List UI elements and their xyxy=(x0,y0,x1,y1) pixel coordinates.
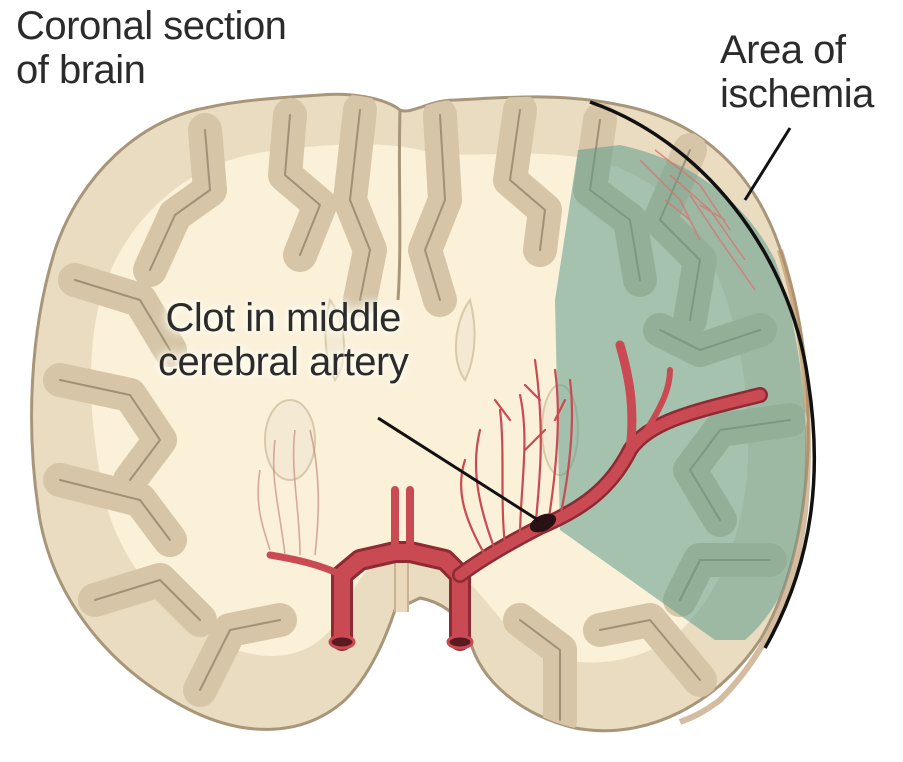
clot-label: Clot in middle cerebral artery xyxy=(158,296,408,384)
longitudinal-fissure xyxy=(398,110,400,300)
ischemia-label: Area of ischemia xyxy=(720,28,874,116)
artery-opening-right xyxy=(448,636,472,648)
artery-opening-left xyxy=(330,636,354,648)
title-label: Coronal section of brain xyxy=(16,4,286,92)
ischemia-leader-line xyxy=(745,128,790,200)
